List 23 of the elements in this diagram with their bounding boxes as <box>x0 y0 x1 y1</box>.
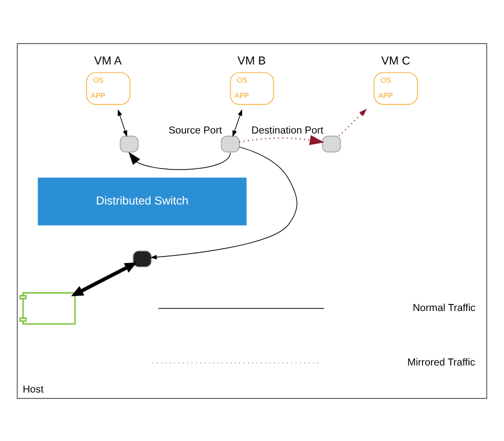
picture <box>19 292 76 324</box>
node-box: OS APP <box>374 72 418 104</box>
legend-label: Normal Traffic <box>412 302 476 314</box>
node-box: OS APP <box>86 72 130 104</box>
arrow <box>118 108 128 136</box>
arrow <box>232 108 242 136</box>
legend-label: Mirrored Traffic <box>407 357 476 368</box>
node-label: VM C <box>381 54 410 67</box>
node-box <box>132 250 152 267</box>
node-box <box>220 135 240 152</box>
arrow <box>71 262 137 296</box>
node-box <box>322 135 341 152</box>
node-label: Source Port <box>168 124 222 136</box>
arrow <box>150 146 298 259</box>
node-label: VM B <box>238 54 266 67</box>
arrow <box>338 108 367 136</box>
node-box <box>120 135 139 152</box>
arrow <box>128 151 231 170</box>
node-label: Destination Port <box>251 124 324 136</box>
node-box: OS APP <box>230 72 274 104</box>
node-box: Distributed Switch <box>38 177 247 225</box>
node-label: VM A <box>94 54 122 67</box>
arrow <box>239 134 324 145</box>
